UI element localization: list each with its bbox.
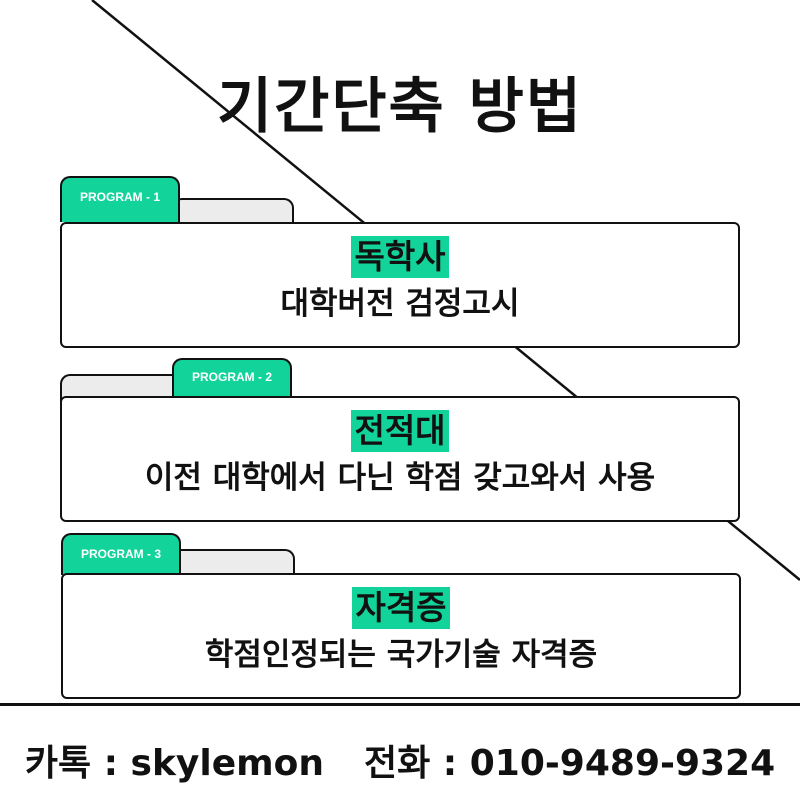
kakao-contact: 카톡 : skylemon <box>24 743 325 784</box>
program-desc-1: 대학버전 검정고시 <box>280 286 520 322</box>
program-name-3: 자격증 <box>352 587 450 629</box>
program-tab-2: PROGRAM - 2 <box>172 358 292 398</box>
program-tab-1: PROGRAM - 1 <box>60 176 180 222</box>
program-panel-3: 자격증 학점인정되는 국가기술 자격증 <box>61 573 741 699</box>
page-title: 기간단축 방법 <box>216 72 584 142</box>
program-card-3: PROGRAM - 3 자격증 학점인정되는 국가기술 자격증 <box>61 533 741 701</box>
program-tab-3: PROGRAM - 3 <box>61 533 181 575</box>
contact-footer: 카톡 : skylemon 전화 : 010-9489-9324 <box>0 734 800 786</box>
program-name-1: 독학사 <box>351 236 449 278</box>
phone-contact: 전화 : 010-9489-9324 <box>364 743 776 784</box>
program-panel-1: 독학사 대학버전 검정고시 <box>60 222 740 348</box>
divider-line <box>0 703 800 706</box>
program-desc-3: 학점인정되는 국가기술 자격증 <box>204 637 598 673</box>
program-panel-2: 전적대 이전 대학에서 다닌 학점 갖고와서 사용 <box>60 396 740 522</box>
program-card-2: PROGRAM - 2 전적대 이전 대학에서 다닌 학점 갖고와서 사용 <box>60 358 740 524</box>
program-name-2: 전적대 <box>351 410 449 452</box>
program-desc-2: 이전 대학에서 다닌 학점 갖고와서 사용 <box>144 460 656 496</box>
program-card-1: PROGRAM - 1 독학사 대학버전 검정고시 <box>60 176 740 350</box>
